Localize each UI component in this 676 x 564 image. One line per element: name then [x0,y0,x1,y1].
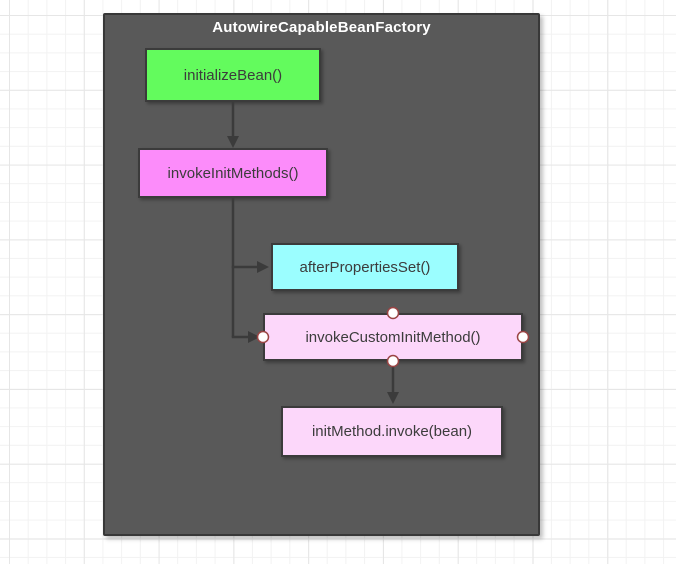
node-init-method-invoke-bean[interactable]: initMethod.invoke(bean) [281,406,503,457]
node-invoke-init-methods[interactable]: invokeInitMethods() [138,148,328,198]
node-invoke-custom-init-method[interactable]: invokeCustomInitMethod() [263,313,523,361]
node-initialize-bean[interactable]: initializeBean() [145,48,321,102]
node-after-properties-set[interactable]: afterPropertiesSet() [271,243,459,291]
container-title: AutowireCapableBeanFactory [212,19,431,36]
